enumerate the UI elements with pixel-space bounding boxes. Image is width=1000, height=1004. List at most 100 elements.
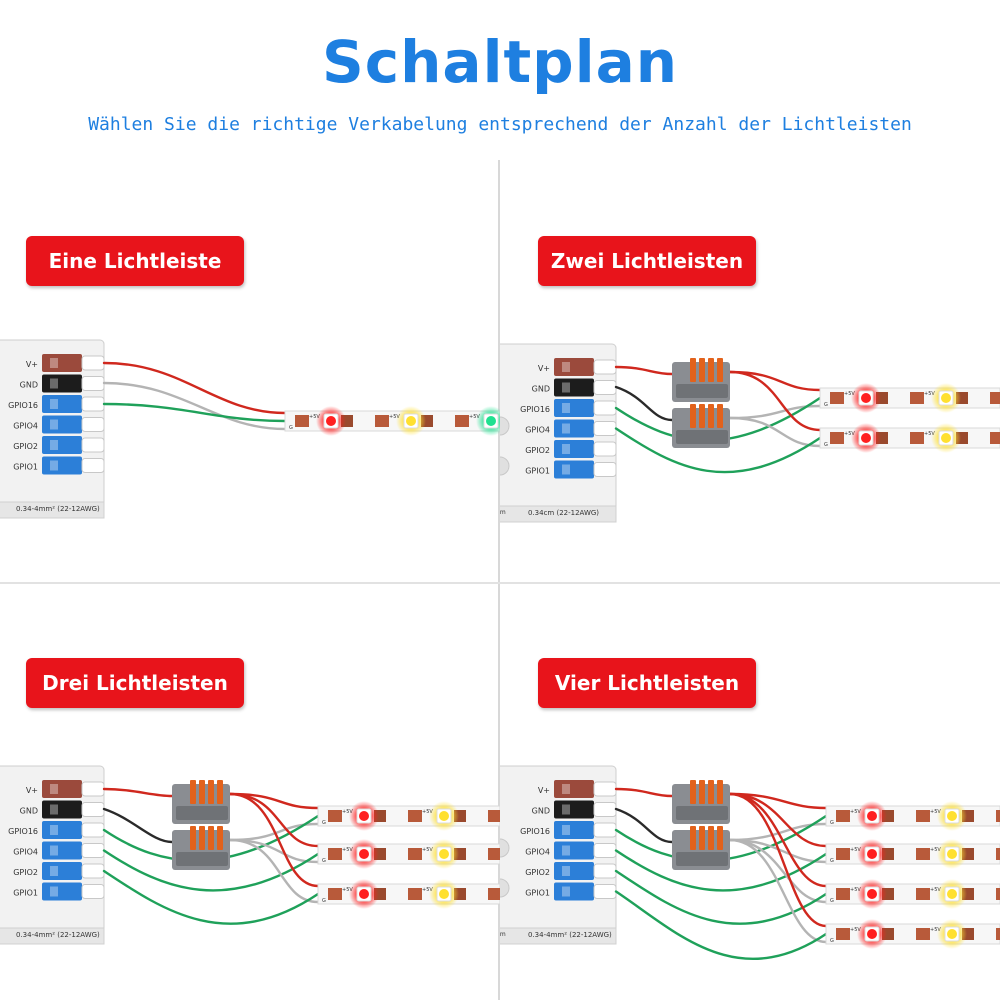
led-strip: +5V+5V+5VG: [825, 879, 1000, 909]
pad-label: +5V: [844, 431, 855, 437]
terminal-socket: [593, 822, 617, 838]
led: [941, 433, 951, 443]
terminal-socket: [81, 396, 105, 412]
terminal-socket: [593, 441, 617, 457]
terminal-label: GPIO1: [525, 889, 550, 898]
pad-label: +5V: [342, 847, 353, 853]
lever-connector: [672, 404, 730, 448]
terminal-lever: [562, 403, 570, 413]
terminal-lever: [50, 419, 58, 430]
connector-lever: [699, 780, 705, 804]
terminal-lever: [50, 784, 58, 794]
terminal-block: [554, 862, 594, 880]
terminal-label: GND: [20, 381, 38, 390]
terminal-label: GPIO16: [520, 827, 550, 836]
terminal-block: [42, 862, 82, 880]
terminal-label: GND: [532, 385, 550, 394]
wire-ground: [102, 381, 287, 431]
led-strip: +5V+5V+5VG: [819, 383, 1000, 413]
terminal-socket: [81, 802, 105, 817]
led: [941, 393, 951, 403]
led-strip: +5V+5V+5VG: [825, 919, 1000, 949]
solder-pad: [996, 810, 1000, 822]
led-strip: +5V+5V+5VG: [317, 879, 500, 909]
lever-connector: [172, 780, 230, 824]
wire-power: [228, 792, 320, 888]
badge-one-strip: Eine Lichtleiste: [26, 236, 244, 286]
pad-label: +5V: [930, 887, 941, 893]
led: [947, 849, 957, 859]
controller: V+GNDGPIO16GPIO4GPIO2GPIO1mm0.34cm (22-1…: [500, 343, 617, 523]
terminal-block: [554, 399, 594, 417]
pad-label: +5V: [930, 927, 941, 933]
terminal-socket: [81, 437, 105, 453]
wire-data: [102, 402, 287, 423]
solder-pad: [836, 888, 850, 900]
wire-data: [614, 427, 822, 474]
connector-lever: [208, 780, 214, 804]
terminal-lever: [50, 886, 58, 897]
led-strip: +5V+5V+5VG: [317, 801, 500, 831]
terminal-lever: [50, 440, 58, 450]
wire-spec-label: 0.34-4mm² (22-12AWG): [16, 505, 100, 513]
solder-pad: [916, 888, 930, 900]
terminal-block: [554, 800, 594, 819]
wire-data: [614, 890, 828, 961]
terminal-lever: [562, 866, 570, 876]
pad-label: +5V: [389, 414, 400, 420]
connector-lever: [217, 780, 223, 804]
pad-label: +5V: [422, 887, 433, 893]
pad-label: +5V: [422, 809, 433, 815]
solder-pad: [328, 888, 342, 900]
terminal-socket: [81, 355, 105, 371]
solder-pad: [910, 392, 924, 404]
controller-button: [500, 456, 510, 476]
led-strip: +5V+5V+5VG: [819, 423, 1000, 453]
led: [867, 929, 877, 939]
solder-pad: [836, 928, 850, 940]
terminal-block: [42, 841, 82, 860]
solder-pad: [328, 810, 342, 822]
terminal-lever: [562, 804, 570, 815]
terminal-socket: [593, 843, 617, 858]
solder-pad: [488, 848, 500, 860]
pad-label: G: [824, 402, 828, 408]
solder-pad: [836, 810, 850, 822]
terminal-socket: [81, 781, 105, 797]
solder-pad: [408, 888, 422, 900]
terminal-socket: [593, 802, 617, 817]
connector-lever: [190, 826, 196, 850]
led-strip: +5V+5V+5VG: [825, 801, 1000, 831]
wire-data: [614, 849, 828, 892]
pad-label: G: [322, 820, 326, 826]
solder-pad: [990, 432, 1000, 444]
connector-lever: [717, 780, 723, 804]
led-strip: +5V+5V+5VG: [317, 839, 500, 869]
wiring-diagram-one-strip: V+GNDGPIO16GPIO4GPIO2GPIO1mm0.34-4mm² (2…: [0, 339, 500, 519]
terminal-socket: [593, 884, 617, 899]
led: [439, 889, 449, 899]
wire-power: [728, 370, 822, 432]
wire-power: [614, 365, 674, 376]
terminal-lever: [562, 382, 570, 393]
terminal-socket: [593, 863, 617, 879]
terminal-block: [42, 780, 82, 798]
connector-openings: [676, 384, 728, 398]
terminal-socket: [81, 376, 105, 391]
terminal-lever: [562, 845, 570, 856]
terminal-lever: [50, 845, 58, 856]
pad-label: +5V: [309, 414, 320, 420]
led: [947, 889, 957, 899]
horizontal-divider: [0, 582, 1000, 584]
solder-pad: [488, 888, 500, 900]
lever-connector: [672, 358, 730, 402]
solder-pad: [996, 928, 1000, 940]
connector-openings: [676, 430, 728, 444]
terminal-label: V+: [538, 364, 550, 373]
terminal-socket: [81, 843, 105, 858]
connector-openings: [176, 806, 228, 820]
terminal-socket: [81, 884, 105, 899]
connector-openings: [676, 852, 728, 866]
